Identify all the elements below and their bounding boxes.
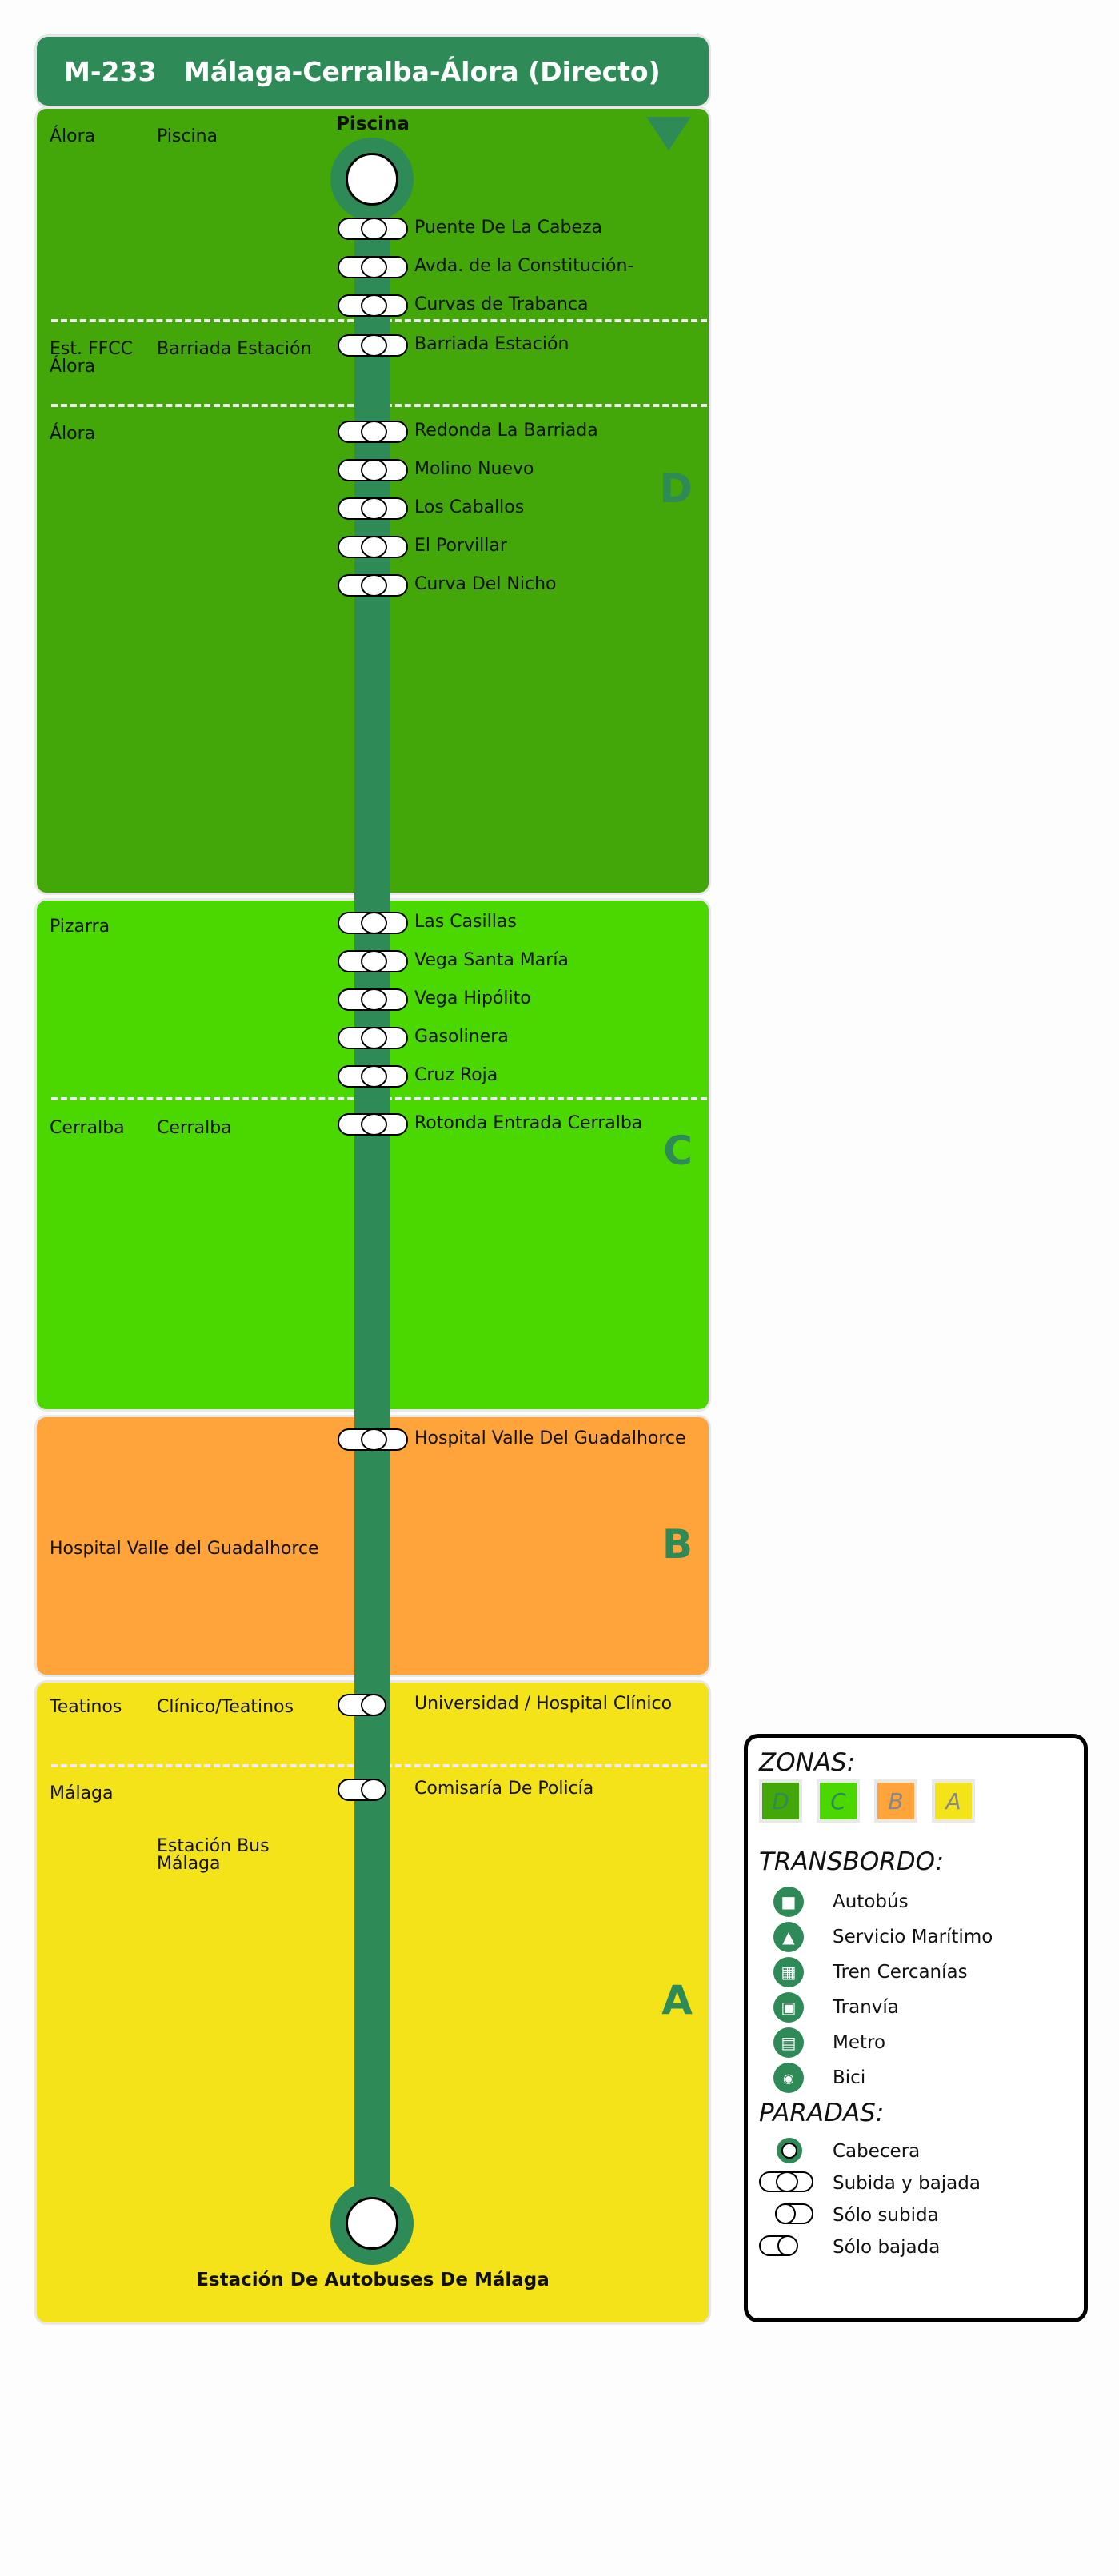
- legend-terminus-icon: [777, 2138, 802, 2163]
- stop-marker: [338, 458, 408, 481]
- stop-marker: [338, 911, 408, 934]
- stop-marker: [338, 949, 408, 972]
- stop-name: Puente De La Cabeza: [414, 218, 603, 238]
- terminus-end-label: Estación De Autobuses De Málaga: [196, 2270, 550, 2290]
- stop-name: Redonda La Barriada: [414, 421, 598, 441]
- direction-triangle-icon: [646, 117, 691, 150]
- stop-name: El Porvillar: [414, 536, 507, 556]
- legend: ZONAS: D C B A TRANSBORDO: ■ Autobús ▲ S…: [744, 1734, 1088, 2322]
- area-municipality: Álora: [50, 126, 96, 146]
- legend-boarding-icon: [774, 2203, 813, 2224]
- stop-name: Universidad / Hospital Clínico: [414, 1694, 673, 1714]
- stop-marker: [338, 420, 408, 443]
- legend-stop-type-label: Sólo bajada: [833, 2237, 941, 2258]
- area-municipality: Málaga: [50, 1783, 114, 1803]
- legend-zone-swatch-b: B: [874, 1779, 917, 1823]
- stop-name: Rotonda Entrada Cerralba: [414, 1113, 643, 1133]
- legend-stop-type-label: Cabecera: [833, 2141, 921, 2162]
- legend-transfer-label: Tranvía: [833, 1997, 899, 2018]
- stop-marker: [338, 988, 408, 1011]
- metro-icon: ▤: [773, 2027, 804, 2058]
- stop-name: Avda. de la Constitución-: [414, 256, 634, 276]
- stop-name: Molino Nuevo: [414, 459, 534, 479]
- stop-marker: [338, 333, 408, 357]
- stop-marker: [338, 1064, 408, 1088]
- legend-dropoff-icon: [759, 2235, 798, 2256]
- stop-marker: [338, 255, 408, 278]
- legend-stop-type-label: Sólo subida: [833, 2205, 939, 2226]
- stop-marker: [338, 294, 408, 317]
- area-municipality: Cerralba: [50, 1118, 125, 1138]
- legend-transfer-label: Bici: [833, 2067, 866, 2088]
- stop-name: Los Caballos: [414, 497, 525, 517]
- terminus-end-marker: [330, 2182, 414, 2265]
- legend-transfer-title: TRANSBORDO:: [759, 1847, 945, 1876]
- stop-name: Vega Santa María: [414, 950, 569, 970]
- legend-transfer-label: Servicio Marítimo: [833, 1927, 993, 1947]
- area-municipality: Pizarra: [50, 917, 110, 937]
- legend-stop-type-label: Subida y bajada: [833, 2173, 981, 2194]
- route-header: M-233 Málaga-Cerralba-Álora (Directo): [37, 37, 709, 106]
- legend-transfer-label: Autobús: [833, 1891, 909, 1912]
- stop-marker: [338, 217, 408, 240]
- route-code: M-233: [64, 55, 157, 87]
- legend-transfer-label: Metro: [833, 2032, 886, 2053]
- legend-zone-swatch-c: C: [817, 1779, 860, 1823]
- legend-zone-swatch-a: A: [932, 1779, 975, 1823]
- legend-zones-title: ZONAS:: [759, 1748, 856, 1777]
- zone-letter-d: D: [659, 465, 693, 512]
- stop-marker-dropoff: [338, 1693, 386, 1716]
- legend-transfer-label: Tren Cercanías: [833, 1962, 968, 1983]
- legend-both-icon: [759, 2171, 813, 2192]
- area-locality: Piscina: [157, 126, 218, 146]
- stop-marker: [338, 1112, 408, 1136]
- stop-marker: [338, 497, 408, 520]
- route-title: Málaga-Cerralba-Álora (Directo): [184, 55, 661, 87]
- area-municipality: Est. FFCC Álora: [50, 339, 134, 377]
- tram-icon: ▣: [773, 1992, 804, 2023]
- boat-icon: ▲: [773, 1922, 804, 1952]
- terminus-start-label: Piscina: [336, 114, 410, 134]
- stop-name: Comisaría De Policía: [414, 1779, 594, 1799]
- legend-stops-title: PARADAS:: [759, 2099, 885, 2127]
- area-municipality: Hospital Valle del Guadalhorce: [50, 1539, 319, 1559]
- terminus-start-marker: [330, 138, 414, 221]
- zone-letter-a: A: [661, 1977, 693, 2023]
- area-municipality: Álora: [50, 424, 96, 444]
- stop-name: Curvas de Trabanca: [414, 294, 589, 314]
- stop-name: Las Casillas: [414, 912, 517, 932]
- stop-name: Cruz Roja: [414, 1065, 498, 1085]
- area-locality: Clínico/Teatinos: [157, 1697, 294, 1717]
- area-locality: Cerralba: [157, 1118, 232, 1138]
- area-locality: Barriada Estación: [157, 339, 312, 359]
- route-line: [354, 176, 390, 2223]
- train-icon: ▦: [773, 1957, 804, 1987]
- stop-name: Hospital Valle Del Guadalhorce: [414, 1428, 686, 1448]
- stop-marker: [338, 1428, 408, 1451]
- stop-marker: [338, 1026, 408, 1049]
- stop-name: Curva Del Nicho: [414, 574, 557, 594]
- stop-marker: [338, 573, 408, 597]
- bike-icon: ◉: [773, 2063, 804, 2093]
- legend-zone-swatch-d: D: [759, 1779, 802, 1823]
- stop-marker: [338, 535, 408, 558]
- stop-name: Vega Hipólito: [414, 988, 531, 1008]
- stop-name: Barriada Estación: [414, 334, 569, 354]
- stop-marker-dropoff: [338, 1778, 386, 1801]
- bus-icon: ■: [773, 1887, 804, 1917]
- stop-name: Gasolinera: [414, 1027, 509, 1047]
- zone-letter-c: C: [663, 1128, 693, 1174]
- area-municipality: Teatinos: [50, 1697, 122, 1717]
- zone-letter-b: B: [661, 1521, 693, 1568]
- area-locality: Estación Bus Málaga: [157, 1836, 270, 1874]
